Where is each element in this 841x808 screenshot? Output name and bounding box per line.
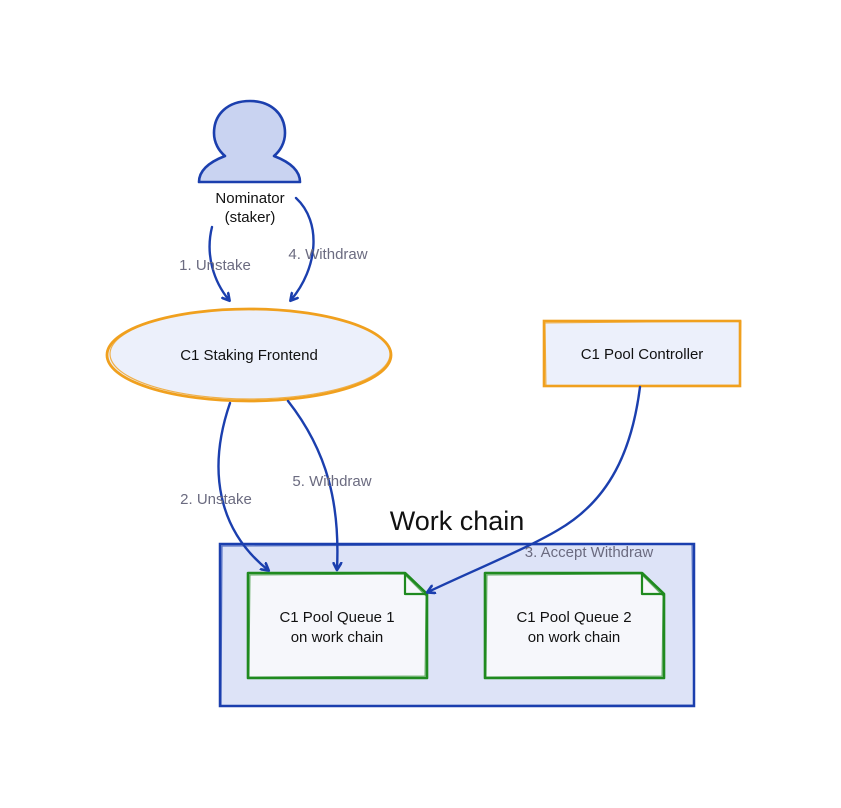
pool-controller-label: C1 Pool Controller — [581, 346, 704, 363]
edge-3-accept-withdraw[interactable]: 3. Accept Withdraw — [428, 385, 654, 592]
edge-3-label: 3. Accept Withdraw — [525, 544, 654, 561]
edge-1-label: 1. Unstake — [179, 257, 251, 274]
person-icon — [197, 99, 302, 184]
nominator-sublabel: (staker) — [225, 209, 276, 226]
edge-5-withdraw[interactable]: 5. Withdraw — [286, 399, 372, 569]
pool-queue-2-label: C1 Pool Queue 2 — [516, 609, 631, 626]
staking-frontend-node[interactable]: C1 Staking Frontend — [105, 307, 393, 403]
work-chain-title: Work chain — [390, 506, 525, 536]
nominator-node[interactable]: Nominator (staker) — [197, 99, 302, 226]
pool-queue-1-node[interactable]: C1 Pool Queue 1 on work chain — [246, 571, 429, 680]
edge-2-unstake[interactable]: 2. Unstake — [180, 401, 268, 570]
edge-5-label: 5. Withdraw — [292, 473, 371, 490]
pool-queue-1-sublabel: on work chain — [291, 629, 384, 646]
pool-queue-1-label: C1 Pool Queue 1 — [279, 609, 394, 626]
edge-1-unstake[interactable]: 1. Unstake — [179, 225, 251, 300]
edge-4-withdraw[interactable]: 4. Withdraw — [288, 196, 368, 300]
pool-queue-2-node[interactable]: C1 Pool Queue 2 on work chain — [483, 571, 666, 680]
staking-frontend-label: C1 Staking Frontend — [180, 347, 318, 364]
nominator-label: Nominator — [215, 190, 284, 207]
edge-4-label: 4. Withdraw — [288, 246, 367, 263]
pool-controller-node[interactable]: C1 Pool Controller — [542, 319, 742, 388]
edge-2-label: 2. Unstake — [180, 491, 252, 508]
pool-queue-2-sublabel: on work chain — [528, 629, 621, 646]
